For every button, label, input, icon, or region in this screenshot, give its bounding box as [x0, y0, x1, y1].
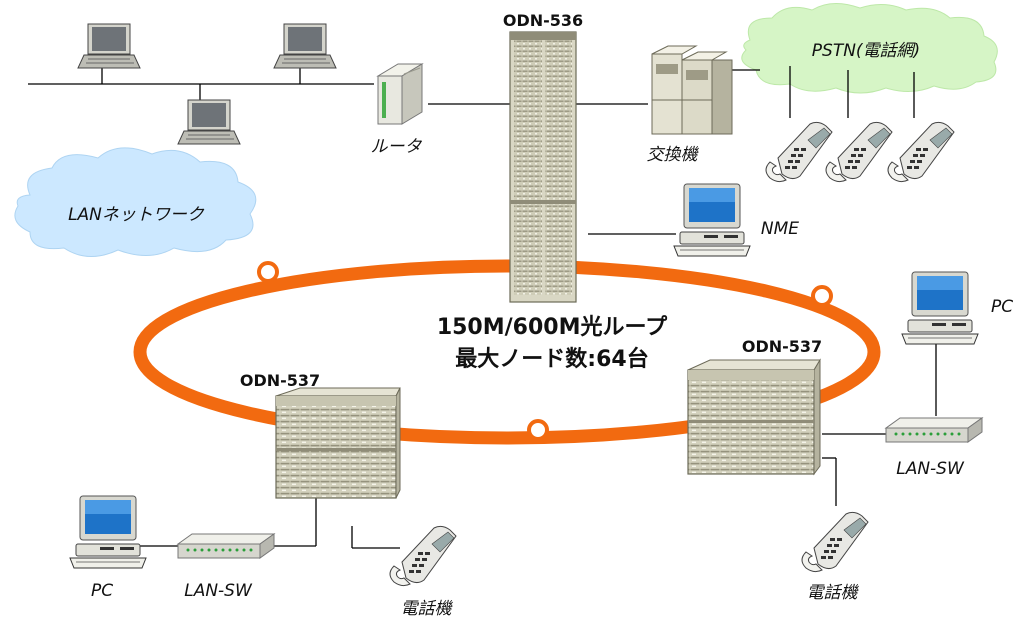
router-label: ルータ [371, 137, 423, 157]
pc-left-label: PC [91, 581, 113, 601]
pstn-cloud [741, 3, 998, 94]
optical-ring [133, 259, 881, 445]
lan-switch-right-label: LAN-SW [896, 459, 965, 479]
laptop-icon [177, 99, 241, 145]
lan-network-label: LANネットワーク [68, 205, 205, 225]
router-icon [376, 63, 424, 125]
exchange-cabinet-icon [651, 45, 733, 135]
odn-537-right-label: ODN-537 [742, 337, 822, 356]
exchange-label: 交換機 [647, 145, 700, 165]
odn-537-right-rack-icon [687, 358, 821, 476]
lan-switch-left-icon [177, 533, 275, 559]
odn-536-label: ODN-536 [503, 11, 583, 30]
nme-label: NME [761, 219, 799, 239]
ring-node-marker [527, 419, 549, 441]
odn-536-rack-icon [509, 31, 577, 303]
laptop-icon [273, 23, 337, 69]
connection-lines [28, 66, 937, 549]
telephone-right-icon [801, 511, 869, 573]
pc-right-computer-icon [901, 271, 979, 345]
pc-right-label: PC [991, 297, 1013, 317]
ring-node-marker [811, 285, 833, 307]
telephone-icon [765, 121, 833, 183]
telephone-left-icon [389, 525, 457, 587]
lan-switch-right-icon [885, 417, 983, 443]
odn-537-left-rack-icon [275, 387, 401, 499]
pstn-label: PSTN(電話網) [812, 41, 920, 61]
ring-description-line2: 最大ノード数:64台 [455, 346, 648, 372]
pc-left-computer-icon [69, 495, 147, 569]
lan-switch-left-label: LAN-SW [184, 581, 253, 601]
ring-node-marker [257, 261, 279, 283]
ring-description-line1: 150M/600M光ループ [437, 315, 668, 340]
lan-network-cloud [14, 147, 257, 257]
telephone-icon [825, 121, 893, 183]
phone-right-label: 電話機 [807, 583, 860, 603]
telephone-icon [887, 121, 955, 183]
phone-left-label: 電話機 [401, 599, 454, 619]
odn-537-left-label: ODN-537 [240, 371, 320, 390]
nme-computer-icon [673, 183, 751, 257]
laptop-icon [77, 23, 141, 69]
